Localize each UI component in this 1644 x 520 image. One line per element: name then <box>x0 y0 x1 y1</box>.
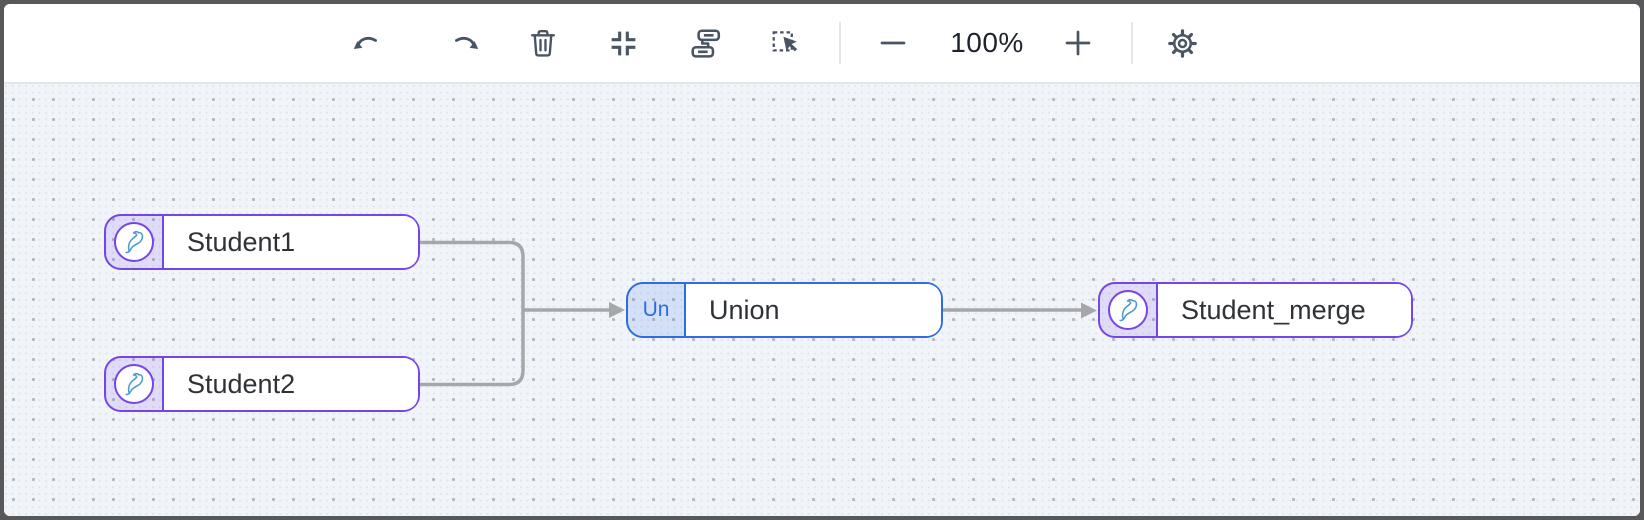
node-type-section <box>106 216 164 268</box>
union-badge: Un <box>642 298 670 321</box>
redo-button[interactable] <box>442 20 488 66</box>
node-type-section: Un <box>628 284 686 336</box>
auto-layout-icon <box>690 28 720 58</box>
node-student-merge[interactable]: Student_merge <box>1098 282 1413 338</box>
node-label: Union <box>686 284 941 336</box>
fit-view-icon <box>611 31 635 55</box>
redo-icon <box>455 36 479 49</box>
mysql-dolphin-icon <box>124 372 143 395</box>
minus-icon <box>880 41 906 45</box>
edges-layer <box>420 240 1097 387</box>
undo-button[interactable] <box>344 20 390 66</box>
trash-icon <box>530 29 556 57</box>
settings-button[interactable] <box>1159 20 1205 66</box>
node-label: Student_merge <box>1158 284 1411 336</box>
delete-button[interactable] <box>520 20 566 66</box>
mysql-dolphin-icon <box>124 230 143 253</box>
node-type-section <box>1100 284 1158 336</box>
toolbar-divider <box>1131 22 1133 64</box>
auto-layout-button[interactable] <box>682 20 728 66</box>
toolbar: 100% <box>4 4 1640 84</box>
zoom-level: 100% <box>950 27 1024 58</box>
edge-student2-union[interactable] <box>420 310 525 387</box>
box-select-icon <box>772 30 797 52</box>
node-type-section <box>106 358 164 410</box>
box-select-button[interactable] <box>762 20 808 66</box>
arrowhead-studentmerge-input <box>1081 302 1097 319</box>
node-label: Student1 <box>164 216 418 268</box>
undo-icon <box>353 36 377 49</box>
toolbar-divider <box>839 22 841 64</box>
mysql-dolphin-icon <box>1118 298 1137 321</box>
gear-icon <box>1167 28 1197 58</box>
fit-view-button[interactable] <box>600 20 646 66</box>
zoom-out-button[interactable] <box>870 20 916 66</box>
edge-student1-union[interactable] <box>420 240 525 311</box>
flow-canvas[interactable]: Student1 Student2 Un Uni <box>4 84 1640 516</box>
node-union[interactable]: Un Union <box>626 282 943 338</box>
plus-icon <box>1065 30 1091 56</box>
zoom-in-button[interactable] <box>1055 20 1101 66</box>
database-circle <box>1108 290 1148 330</box>
database-circle <box>114 222 154 262</box>
arrowhead-union-input <box>609 302 625 318</box>
node-label: Student2 <box>164 358 418 410</box>
node-student1[interactable]: Student1 <box>104 214 420 270</box>
database-circle <box>114 364 154 404</box>
node-student2[interactable]: Student2 <box>104 356 420 412</box>
